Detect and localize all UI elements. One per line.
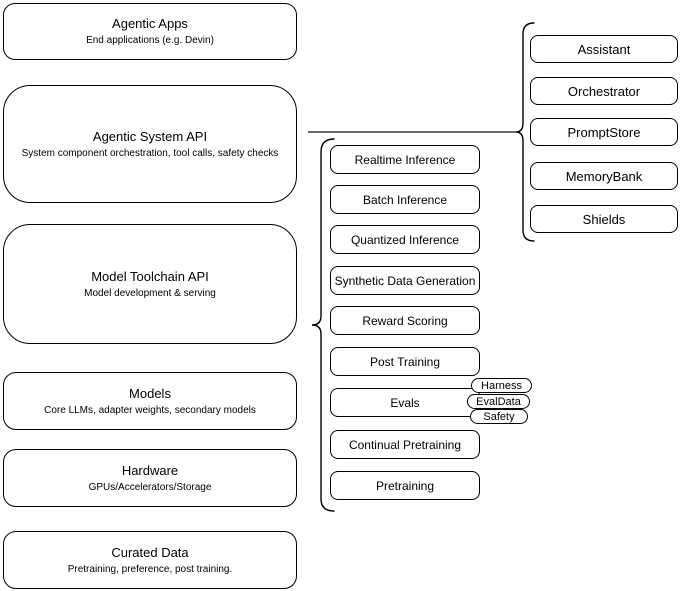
- node-reward-scoring: Reward Scoring: [330, 306, 480, 335]
- node-orchestrator: Orchestrator: [530, 77, 678, 105]
- node-assistant: Assistant: [530, 35, 678, 63]
- node-models: Models Core LLMs, adapter weights, secon…: [3, 372, 297, 430]
- tag-evaldata: EvalData: [467, 394, 530, 409]
- node-evals: Evals: [330, 388, 480, 417]
- node-quantized-inference: Quantized Inference: [330, 225, 480, 254]
- node-realtime-inference: Realtime Inference: [330, 145, 480, 174]
- node-agentic-apps: Agentic Apps End applications (e.g. Devi…: [3, 3, 297, 60]
- node-agentic-system-api: Agentic System API System component orch…: [3, 85, 297, 203]
- node-continual-pretraining: Continual Pretraining: [330, 430, 480, 459]
- node-promptstore: PromptStore: [530, 118, 678, 146]
- node-hardware: Hardware GPUs/Accelerators/Storage: [3, 449, 297, 507]
- node-synthetic-data-generation: Synthetic Data Generation: [330, 266, 480, 295]
- node-subtitle: End applications (e.g. Devin): [86, 35, 214, 46]
- node-title: Agentic Apps: [112, 16, 188, 31]
- node-subtitle: System component orchestration, tool cal…: [21, 147, 279, 159]
- node-title: Model Toolchain API: [91, 268, 209, 284]
- node-post-training: Post Training: [330, 347, 480, 376]
- node-title: Hardware: [121, 462, 179, 478]
- node-subtitle: Model development & serving: [84, 287, 216, 299]
- node-shields: Shields: [530, 205, 678, 233]
- node-subtitle: Pretraining, preference, post training.: [67, 563, 233, 575]
- node-subtitle: Core LLMs, adapter weights, secondary mo…: [44, 404, 256, 416]
- tag-safety: Safety: [470, 409, 528, 424]
- node-batch-inference: Batch Inference: [330, 185, 480, 214]
- node-memorybank: MemoryBank: [530, 162, 678, 190]
- tag-harness: Harness: [471, 378, 532, 393]
- node-title: Models: [129, 385, 171, 401]
- node-subtitle: GPUs/Accelerators/Storage: [88, 481, 212, 493]
- node-model-toolchain-api: Model Toolchain API Model development & …: [3, 224, 297, 344]
- node-title: Agentic System API: [92, 128, 208, 144]
- node-title: Curated Data: [111, 544, 189, 560]
- node-pretraining: Pretraining: [330, 471, 480, 500]
- node-curated-data: Curated Data Pretraining, preference, po…: [3, 531, 297, 589]
